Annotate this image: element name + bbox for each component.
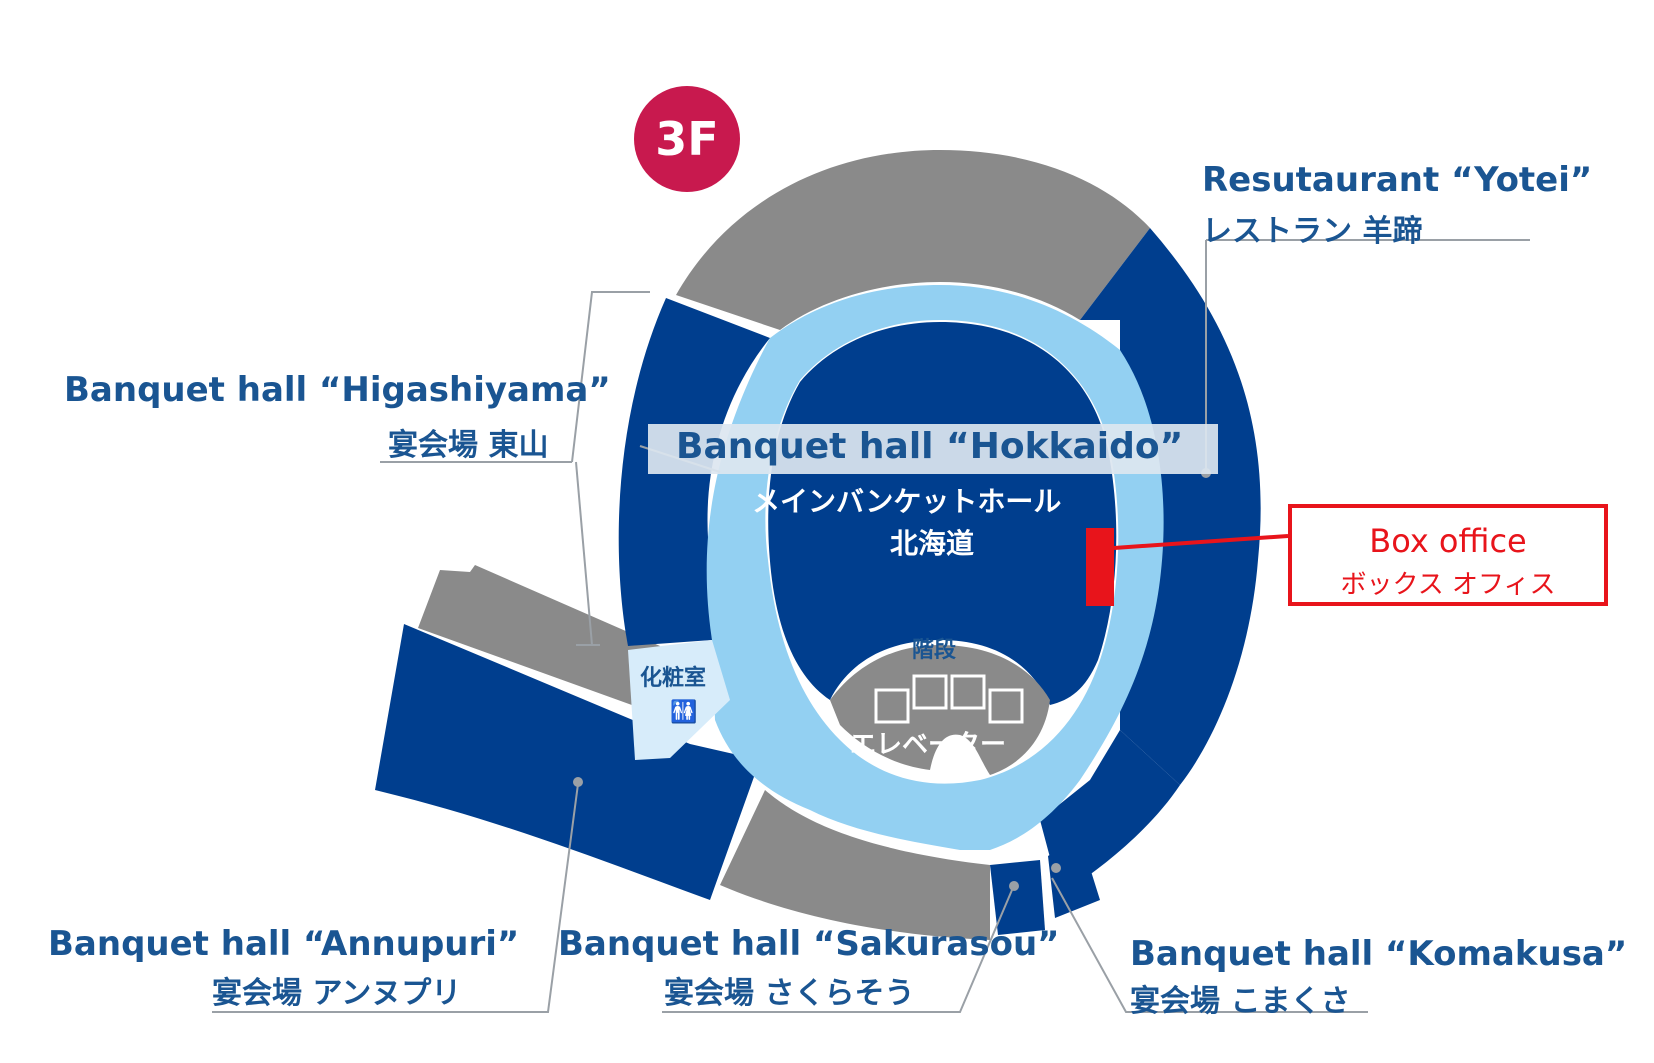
label-annupuri-jp: 宴会場 アンヌプリ (212, 976, 462, 1011)
floor-label: 3F (655, 112, 719, 166)
box-office-jp: ボックス オフィス (1340, 570, 1556, 600)
label-hokkaido-en: Banquet hall “Hokkaido” (676, 426, 1184, 467)
room-restroom[interactable] (628, 640, 730, 760)
label-yotei-jp: レストラン 羊蹄 (1202, 214, 1423, 249)
label-yotei-en: Resutaurant “Yotei” (1202, 160, 1593, 200)
label-komakusa-jp: 宴会場 こまくさ (1130, 984, 1351, 1019)
elevator-hall (830, 645, 1050, 775)
label-elevator: エレベーター (850, 730, 1007, 760)
label-hokkaido-jp-1: メインバンケットホール (752, 485, 1062, 518)
box-office-callout[interactable]: Box office ボックス オフィス (1288, 504, 1608, 606)
label-komakusa-en: Banquet hall “Komakusa” (1130, 934, 1628, 974)
label-stairs: 階段 (912, 638, 957, 663)
room-small-right[interactable] (1048, 836, 1100, 918)
service-area-left-wing (418, 565, 660, 708)
label-higashiyama-jp: 宴会場 東山 (388, 428, 549, 463)
room-hokkaido[interactable] (768, 322, 1117, 705)
box-office-marker[interactable] (1086, 528, 1114, 606)
label-sakurasou-en: Banquet hall “Sakurasou” (558, 924, 1060, 964)
room-sakurasou[interactable] (990, 860, 1045, 935)
room-annupuri[interactable] (375, 624, 760, 900)
label-sakurasou-jp: 宴会場 さくらそう (664, 976, 915, 1011)
label-restroom: 化粧室 (640, 666, 707, 691)
elevator-icons (874, 674, 1024, 724)
label-higashiyama-en: Banquet hall “Higashiyama” (64, 370, 611, 410)
label-annupuri-en: Banquet hall “Annupuri” (48, 924, 520, 964)
floor-badge: 3F (634, 86, 740, 192)
label-hokkaido-jp-2: 北海道 (890, 527, 975, 560)
box-office-en: Box office (1369, 522, 1527, 560)
hokkaido-label-box (648, 424, 1218, 474)
service-area-top (676, 150, 1150, 330)
restroom-icon: 🚻 (670, 700, 698, 725)
service-area-bottom (720, 790, 990, 940)
